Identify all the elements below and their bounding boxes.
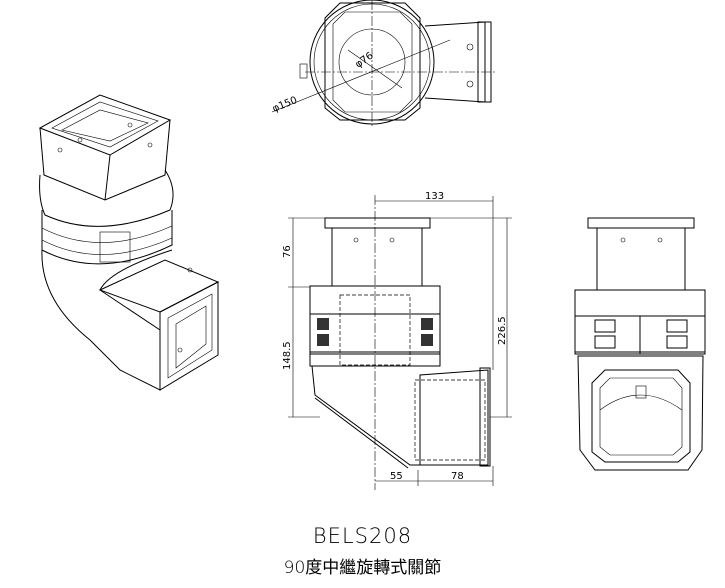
dim-133-label: 133: [425, 191, 444, 202]
dim-226-5-label: 226.5: [497, 316, 508, 345]
front-view: 133 76 148.5 226.5 55 78: [282, 191, 512, 490]
model-number: BELS208: [312, 524, 413, 548]
side-view: [574, 217, 706, 471]
isometric-view: [38, 94, 220, 391]
dim-76-label: 76: [282, 245, 293, 258]
diameter-150-label: φ150: [271, 95, 299, 115]
dim-55-label: 55: [390, 471, 403, 482]
dim-148-5-label: 148.5: [282, 341, 293, 370]
product-description: 90度中繼旋轉式關節: [283, 558, 442, 578]
dim-78-label: 78: [451, 471, 464, 482]
top-view: φ150 φ76: [271, 0, 495, 126]
